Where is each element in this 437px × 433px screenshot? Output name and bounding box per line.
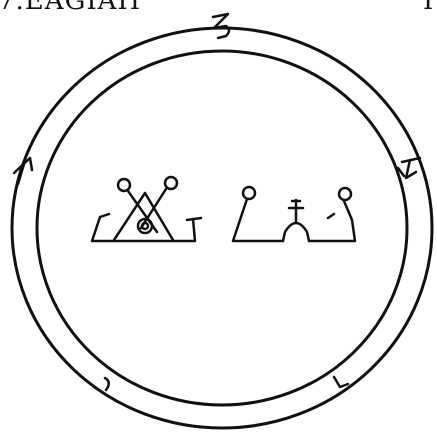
- rim-glyph-lower-left: [105, 378, 109, 390]
- outer-ring: [12, 28, 432, 428]
- left-sigil: [92, 177, 201, 241]
- rim-glyph-top: [213, 14, 229, 38]
- inner-ring: [37, 51, 407, 405]
- rim-glyph-right: [398, 158, 420, 178]
- right-sigil: [233, 187, 355, 241]
- rim-glyph-lower-right: [334, 377, 348, 387]
